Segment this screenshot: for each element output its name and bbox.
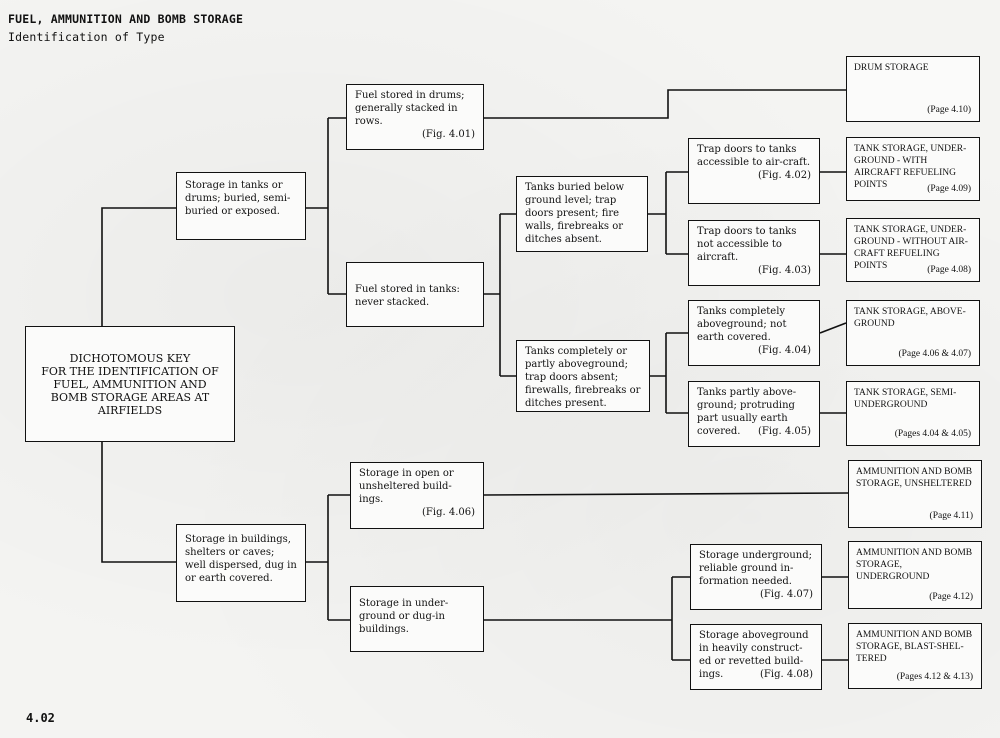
node-tanks-complete: Tanks completely aboveground; not earth … <box>688 300 820 366</box>
branch-tanks-drums: Storage in tanks or drums; buried, semi-… <box>176 172 306 240</box>
result-page: (Page 4.09) <box>927 184 971 194</box>
connector-open <box>483 492 849 496</box>
node-fuel-drums: Fuel stored in drums; generally stacked … <box>346 84 484 150</box>
result-ammo-unsheltered: AMMUNITION AND BOMB STORAGE, UNSHELTERED… <box>848 460 982 528</box>
result-page: (Page 4.12) <box>929 592 973 602</box>
connector-root-top <box>101 207 176 327</box>
connector-drums <box>484 89 846 119</box>
fig-label: (Fig. 4.08) <box>760 669 813 680</box>
page-subtitle: Identification of Type <box>8 30 165 44</box>
result-page: (Pages 4.04 & 4.05) <box>894 429 971 439</box>
result-ammo-underground: AMMUNITION AND BOMB STORAGE, UNDERGROUND… <box>848 541 982 609</box>
connector-b2 <box>306 494 350 621</box>
connector-complete <box>819 322 847 334</box>
result-page: (Page 4.06 & 4.07) <box>898 349 971 359</box>
fig-label: (Fig. 4.05) <box>758 426 811 437</box>
connector-under-dug <box>484 576 690 661</box>
connector-root-bottom <box>101 442 176 563</box>
fig-label: (Fig. 4.04) <box>758 345 811 356</box>
node-underground-dugin: Storage in under-ground or dug-in buildi… <box>350 586 484 652</box>
connector-buried <box>648 171 688 255</box>
fig-label: (Fig. 4.02) <box>758 170 811 181</box>
result-page: (Pages 4.12 & 4.13) <box>896 672 973 682</box>
root-line-1: DICHOTOMOUS KEY <box>69 351 191 365</box>
root-line-4: BOMB STORAGE AREAS AT AIRFIELDS <box>50 390 210 417</box>
root-line-2: FOR THE IDENTIFICATION OF <box>41 364 219 378</box>
result-tank-ug-without: TANK STORAGE, UNDER-GROUND - WITHOUT AIR… <box>846 218 980 282</box>
result-page: (Page 4.10) <box>927 105 971 115</box>
result-page: (Page 4.11) <box>929 511 973 521</box>
root-key-box: DICHOTOMOUS KEY FOR THE IDENTIFICATION O… <box>25 326 235 442</box>
result-drum-storage: DRUM STORAGE (Page 4.10) <box>846 56 980 122</box>
result-tank-ug-with: TANK STORAGE, UNDER-GROUND - WITH AIRCRA… <box>846 137 980 201</box>
node-trap-accessible: Trap doors to tanks accessible to air-cr… <box>688 138 820 204</box>
connector-above <box>650 332 688 414</box>
node-open-buildings: Storage in open or unsheltered build-ing… <box>350 462 484 529</box>
connector-tanks <box>484 213 516 377</box>
connector-b1 <box>306 117 346 295</box>
fig-label: (Fig. 4.01) <box>422 129 475 140</box>
page-number: 4.02 <box>26 711 55 725</box>
result-ammo-blast: AMMUNITION AND BOMB STORAGE, BLAST-SHEL-… <box>848 623 982 689</box>
node-fuel-tanks: Fuel stored in tanks: never stacked. <box>346 262 484 327</box>
node-tanks-above: Tanks completely or partly aboveground; … <box>516 340 650 412</box>
node-storage-heavy: Storage aboveground in heavily construct… <box>690 624 822 690</box>
result-tank-above: TANK STORAGE, ABOVE-GROUND (Page 4.06 & … <box>846 300 980 366</box>
result-tank-semi: TANK STORAGE, SEMI-UNDERGROUND (Pages 4.… <box>846 381 980 446</box>
node-tanks-partly: Tanks partly above-ground; protruding pa… <box>688 381 820 447</box>
node-tanks-buried: Tanks buried below ground level; trap do… <box>516 176 648 252</box>
fig-label: (Fig. 4.06) <box>422 507 475 518</box>
page-title: FUEL, AMMUNITION AND BOMB STORAGE <box>8 12 244 26</box>
result-page: (Page 4.08) <box>927 265 971 275</box>
branch-buildings: Storage in buildings, shelters or caves;… <box>176 524 306 602</box>
fig-label: (Fig. 4.03) <box>758 265 811 276</box>
node-trap-not-accessible: Trap doors to tanks not accessible to ai… <box>688 220 820 286</box>
fig-label: (Fig. 4.07) <box>760 589 813 600</box>
node-storage-underground: Storage underground; reliable ground in-… <box>690 544 822 610</box>
root-line-3: FUEL, AMMUNITION AND <box>53 377 207 391</box>
